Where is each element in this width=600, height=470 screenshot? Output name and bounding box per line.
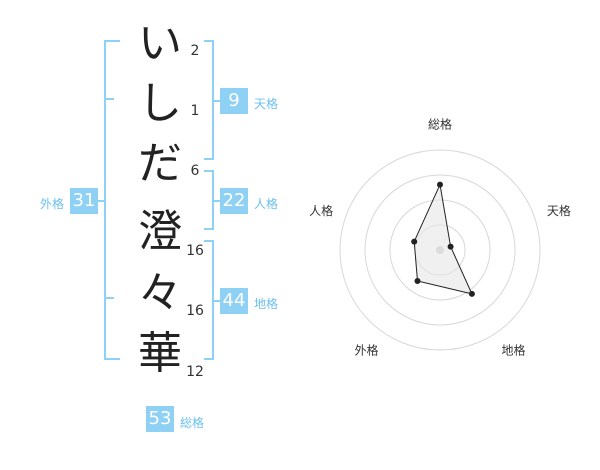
chikaku-bracket-arm xyxy=(212,300,220,302)
stroke-count-1: 2 xyxy=(190,43,200,59)
radar-ring-3 xyxy=(364,174,516,326)
tenkaku-value-box: 9 xyxy=(220,88,248,114)
tenkaku-bracket-arm xyxy=(212,100,220,102)
radar-ring-4 xyxy=(339,149,541,351)
jinkaku-bracket-top xyxy=(204,170,214,172)
gaikaku-label: 外格 xyxy=(40,197,65,211)
jinkaku-value-box: 22 xyxy=(220,188,248,214)
radar-axis-label-5: 人格 xyxy=(309,203,333,218)
tenkaku-bracket-top xyxy=(204,40,214,42)
radar-point-4 xyxy=(414,278,421,284)
gaikaku-bracket-tick-2 xyxy=(104,98,114,100)
stroke-count-6: 12 xyxy=(186,364,204,380)
gaikaku-value-box: 31 xyxy=(70,188,98,214)
name-char-5: 々 xyxy=(138,268,182,319)
stroke-count-3: 6 xyxy=(190,163,200,179)
radar-point-5 xyxy=(411,238,418,245)
radar-point-3 xyxy=(468,290,475,297)
radar-axis-label-3: 地格 xyxy=(501,343,525,358)
stroke-count-2: 1 xyxy=(190,103,200,119)
tenkaku-label: 天格 xyxy=(254,97,279,111)
stroke-count-4: 16 xyxy=(186,243,204,259)
gaikaku-bracket-tick-5 xyxy=(104,297,114,299)
jinkaku-bracket-arm xyxy=(212,200,220,202)
radar-axis-label-4: 外格 xyxy=(354,343,378,358)
name-char-3: だ xyxy=(138,138,182,189)
jinkaku-bracket-bottom xyxy=(204,228,214,230)
name-char-4: 澄 xyxy=(138,206,182,257)
soukaku-label: 総格 xyxy=(180,416,205,430)
gaikaku-bracket-top xyxy=(104,40,120,42)
name-char-1: い xyxy=(138,18,182,69)
chikaku-bracket-bottom xyxy=(204,358,214,360)
radar-point-1 xyxy=(437,181,443,188)
name-char-6: 華 xyxy=(138,328,182,379)
soukaku-value-box: 53 xyxy=(146,406,174,432)
gaikaku-bracket-bottom xyxy=(104,358,120,360)
jinkaku-label: 人格 xyxy=(254,197,279,211)
gaikaku-bracket-vertical xyxy=(104,40,106,360)
chikaku-bracket-top xyxy=(204,240,214,242)
radar-axis-label-2: 天格 xyxy=(547,203,571,218)
tenkaku-bracket-bottom xyxy=(204,158,214,160)
stroke-count-5: 16 xyxy=(186,303,204,319)
gaikaku-bracket-arm xyxy=(96,200,104,202)
radar-series-polygon xyxy=(413,182,473,295)
radar-point-2 xyxy=(447,243,454,250)
chikaku-value-box: 44 xyxy=(220,288,248,314)
radar-axis-label-1: 総格 xyxy=(428,117,452,132)
chikaku-label: 地格 xyxy=(254,297,279,311)
name-char-2: し xyxy=(138,78,182,129)
